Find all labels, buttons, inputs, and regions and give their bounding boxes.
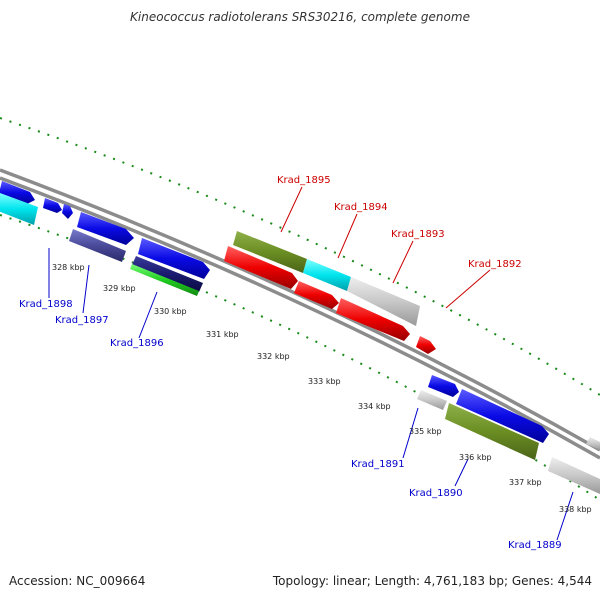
gene-arrow [428,375,459,397]
tick-label: 336 kbp [459,453,492,462]
gene-arrow [43,198,62,213]
tick-label: 338 kbp [559,505,592,514]
genes-inner[interactable] [0,193,600,494]
gene-label: Krad_1890 [409,488,463,499]
gene-krad-1892 [416,336,436,354]
gene-arrow [138,238,210,279]
gene-arrow [62,204,73,219]
gene-krad-1895 [233,231,307,273]
gene-labels-bottom: Krad_1898 Krad_1897 Krad_1896 Krad_1891 … [19,299,562,551]
gene-label: Krad_1889 [508,540,562,551]
gene-labels-top: Krad_1895 Krad_1894 Krad_1893 Krad_1892 [277,175,522,270]
gene-label: Krad_1898 [19,299,73,310]
tick-label: 330 kbp [154,307,187,316]
genes-outer[interactable] [0,181,600,450]
gene-krad-1896 [132,256,203,292]
tick-label: 334 kbp [358,402,391,411]
gene-krad-1890 [445,403,539,460]
gene-label: Krad_1892 [468,259,522,270]
gene-label: Krad_1895 [277,175,331,186]
gene-label: Krad_1897 [55,315,109,326]
gene-arrow [586,437,600,450]
tick-label: 328 kbp [52,263,85,272]
page-title: Kineococcus radiotolerans SRS30216, comp… [130,10,470,24]
gene-krad-1897 [69,229,126,262]
tick-label: 337 kbp [509,478,542,487]
tick-labels: 328 kbp 329 kbp 330 kbp 331 kbp 332 kbp … [52,263,592,514]
gene-arrow [456,389,549,443]
gene-krad-1889 [548,457,600,494]
gene-label: Krad_1893 [391,229,445,240]
gene-green [130,264,199,296]
gene-label: Krad_1896 [110,338,164,349]
gene-red [294,281,339,309]
gene-label: Krad_1891 [351,459,405,470]
tick-label: 331 kbp [206,330,239,339]
gene-krad-1898 [0,193,38,225]
gene-arrow [0,181,35,204]
gene-label: Krad_1894 [334,202,388,213]
gene-red [336,298,410,341]
gene-red [224,246,298,289]
tick-label: 332 kbp [257,352,290,361]
topology-label: Topology: linear; Length: 4,761,183 bp; … [272,574,592,588]
gene-krad-1893 [347,277,420,326]
callout-lines [48,186,574,541]
backbone [0,168,600,460]
gene-krad-1891 [417,390,447,410]
gene-krad-1894 [303,259,351,291]
tick-label: 335 kbp [409,427,442,436]
accession-label: Accession: NC_009664 [9,574,146,588]
tick-label: 329 kbp [103,284,136,293]
gene-arrow [77,212,134,245]
tick-label: 333 kbp [308,377,341,386]
